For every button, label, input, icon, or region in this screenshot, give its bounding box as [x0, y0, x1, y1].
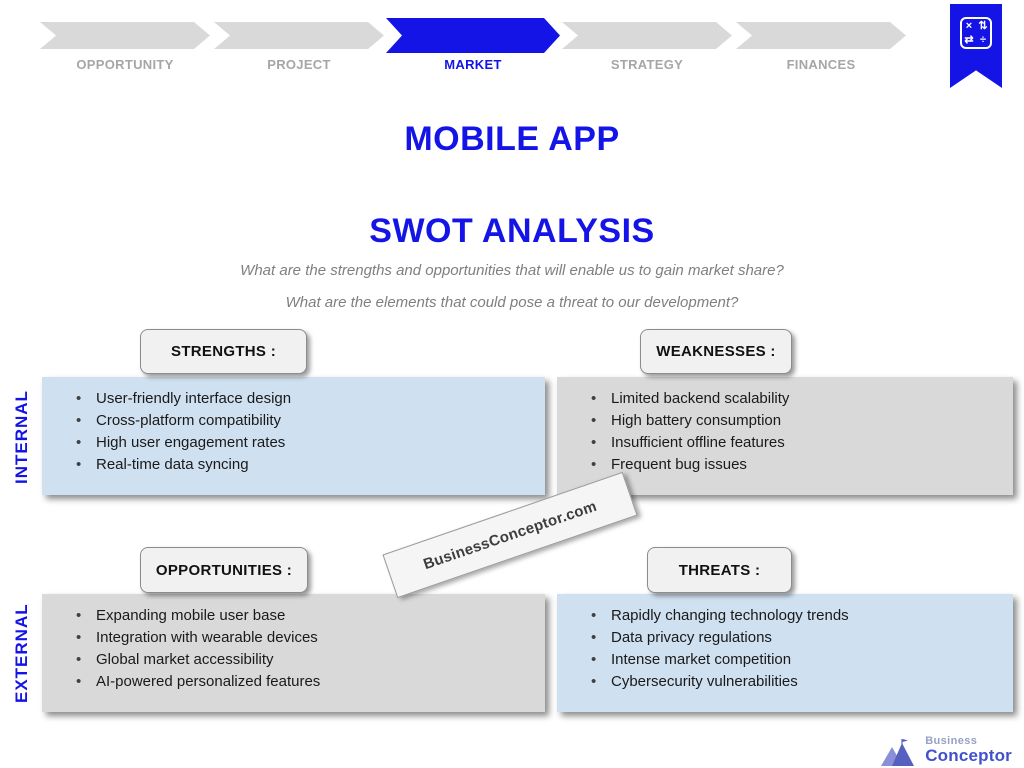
logo-text-bottom: Conceptor — [925, 746, 1012, 765]
threats-header: THREATS : — [647, 547, 792, 593]
calc-glyph: ÷ — [979, 33, 987, 46]
nav-label-finances[interactable]: FINANCES — [786, 57, 856, 72]
strengths-header: STRENGTHS : — [140, 329, 307, 374]
nav-label-market[interactable]: MARKET — [444, 57, 502, 72]
strengths-box: User-friendly interface designCross-plat… — [42, 377, 545, 495]
business-conceptor-logo: Business Conceptor — [875, 736, 1012, 766]
list-item: Cross-platform compatibility — [76, 412, 535, 429]
list-item: Rapidly changing technology trends — [591, 607, 1003, 624]
calculator-icon: × ⇅ ⇄ ÷ — [960, 17, 992, 49]
list-item: Expanding mobile user base — [76, 607, 535, 624]
nav-label-opportunity[interactable]: OPPORTUNITY — [76, 57, 174, 72]
list-item: Real-time data syncing — [76, 456, 535, 473]
page-title: MOBILE APP — [404, 120, 620, 158]
nav-step-finances[interactable] — [736, 22, 906, 49]
list-item: Data privacy regulations — [591, 629, 1003, 646]
external-row-label: EXTERNAL — [12, 603, 31, 703]
logo-text-top: Business — [925, 735, 978, 747]
weaknesses-box: Limited backend scalabilityHigh battery … — [557, 377, 1013, 495]
opportunities-list: Expanding mobile user baseIntegration wi… — [42, 594, 545, 690]
page-subtitle: SWOT ANALYSIS — [369, 212, 655, 250]
logo-text: Business Conceptor — [925, 736, 1012, 766]
nav-step-market[interactable] — [386, 18, 560, 53]
list-item: AI-powered personalized features — [76, 673, 535, 690]
nav-label-project[interactable]: PROJECT — [267, 57, 331, 72]
calc-glyph: ⇄ — [964, 33, 974, 46]
opportunities-box: Expanding mobile user baseIntegration wi… — [42, 594, 545, 712]
calc-glyph: × — [965, 19, 973, 32]
nav-step-strategy[interactable] — [562, 22, 732, 49]
threats-list: Rapidly changing technology trendsData p… — [557, 594, 1013, 690]
opportunities-header: OPPORTUNITIES : — [140, 547, 308, 593]
nav-label-strategy[interactable]: STRATEGY — [610, 57, 684, 72]
nav-step-opportunity[interactable] — [40, 22, 210, 49]
list-item: Intense market competition — [591, 651, 1003, 668]
mountain-logo-icon — [881, 739, 915, 766]
question-text-1: What are the strengths and opportunities… — [240, 262, 784, 279]
internal-row-label: INTERNAL — [12, 390, 31, 484]
list-item: Cybersecurity vulnerabilities — [591, 673, 1003, 690]
list-item: Limited backend scalability — [591, 390, 1003, 407]
calc-glyph: ⇅ — [978, 19, 988, 32]
weaknesses-list: Limited backend scalabilityHigh battery … — [557, 377, 1013, 473]
list-item: Integration with wearable devices — [76, 629, 535, 646]
nav-step-project[interactable] — [214, 22, 384, 49]
list-item: Frequent bug issues — [591, 456, 1003, 473]
list-item: High battery consumption — [591, 412, 1003, 429]
strengths-list: User-friendly interface designCross-plat… — [42, 377, 545, 473]
list-item: User-friendly interface design — [76, 390, 535, 407]
weaknesses-header: WEAKNESSES : — [640, 329, 792, 374]
list-item: Insufficient offline features — [591, 434, 1003, 451]
threats-box: Rapidly changing technology trendsData p… — [557, 594, 1013, 712]
bookmark-ribbon: × ⇅ ⇄ ÷ — [950, 4, 1002, 88]
question-text-2: What are the elements that could pose a … — [285, 294, 739, 311]
list-item: High user engagement rates — [76, 434, 535, 451]
list-item: Global market accessibility — [76, 651, 535, 668]
